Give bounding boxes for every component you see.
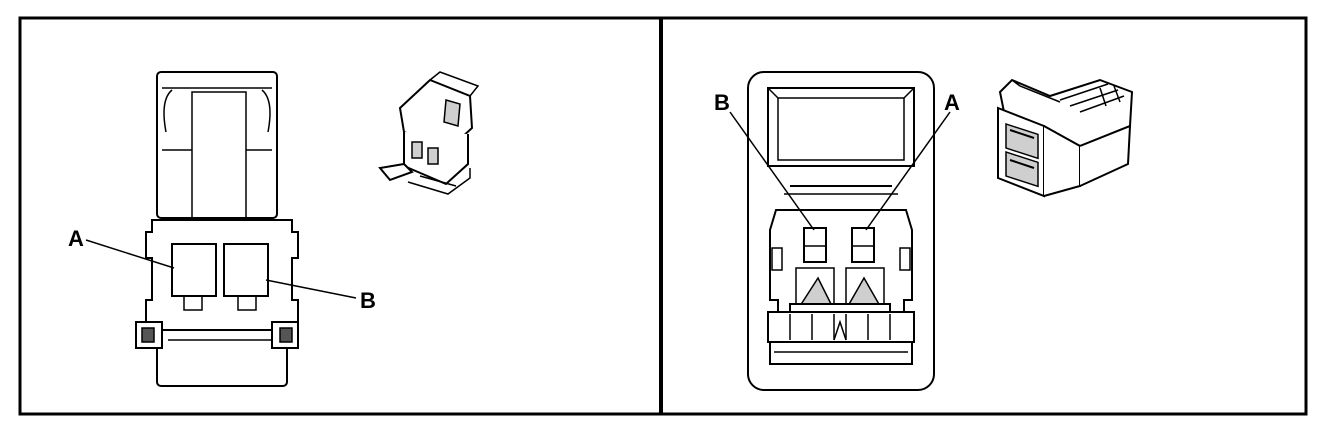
right-connector-iso xyxy=(997,78,1134,198)
left-label-a: A xyxy=(68,226,84,251)
right-leader-a xyxy=(865,111,951,231)
right-panel: B A xyxy=(714,71,1134,391)
left-cavity-a xyxy=(171,243,217,297)
right-leader-b xyxy=(729,111,815,231)
left-leader-a xyxy=(85,239,175,269)
right-label-b: B xyxy=(714,90,730,115)
left-leader-b xyxy=(265,279,357,299)
left-cavity-b xyxy=(223,243,269,297)
right-connector-face xyxy=(747,71,935,391)
right-cavity-b xyxy=(803,227,827,263)
left-connector-face xyxy=(135,71,299,387)
left-connector-iso xyxy=(378,71,480,195)
right-cavity-a xyxy=(851,227,875,263)
right-label-a: A xyxy=(944,90,960,115)
left-panel: A B xyxy=(68,71,480,387)
left-label-b: B xyxy=(360,288,376,313)
